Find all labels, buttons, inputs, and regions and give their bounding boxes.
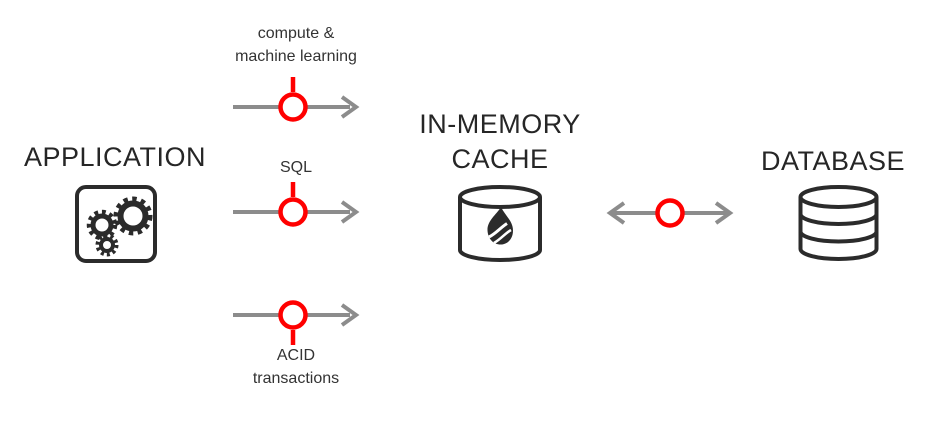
- arrow-right-acid-icon: [233, 300, 360, 345]
- node-label-database: DATABASE: [760, 146, 906, 176]
- node-label-cache-line1: IN-MEMORY: [419, 109, 581, 139]
- node-label-application: APPLICATION: [23, 142, 207, 172]
- flame-icon: [487, 207, 513, 245]
- edge-label-acid-line1: ACID: [276, 347, 316, 364]
- arrow-right-compute-ml-icon: [233, 77, 360, 122]
- arrow-bidirectional-icon: [606, 198, 734, 228]
- edge-label-sql: SQL: [279, 159, 312, 176]
- database-stack-icon: [798, 185, 879, 261]
- node-label-in-memory-cache: IN-MEMORY CACHE: [390, 107, 610, 177]
- arrow-right-sql-icon: [233, 182, 360, 227]
- edge-label-acid: ACID transactions: [216, 344, 376, 390]
- edge-label-compute-ml: compute & machine learning: [206, 22, 386, 68]
- node-label-cache-line2: CACHE: [451, 144, 549, 174]
- edge-label-acid-line2: transactions: [252, 370, 340, 387]
- application-gears-icon: [75, 185, 157, 263]
- edge-label-compute-ml-line2: machine learning: [235, 48, 357, 65]
- edge-label-compute-ml-line1: compute &: [257, 25, 335, 42]
- cache-cylinder-flame-icon: [458, 185, 542, 262]
